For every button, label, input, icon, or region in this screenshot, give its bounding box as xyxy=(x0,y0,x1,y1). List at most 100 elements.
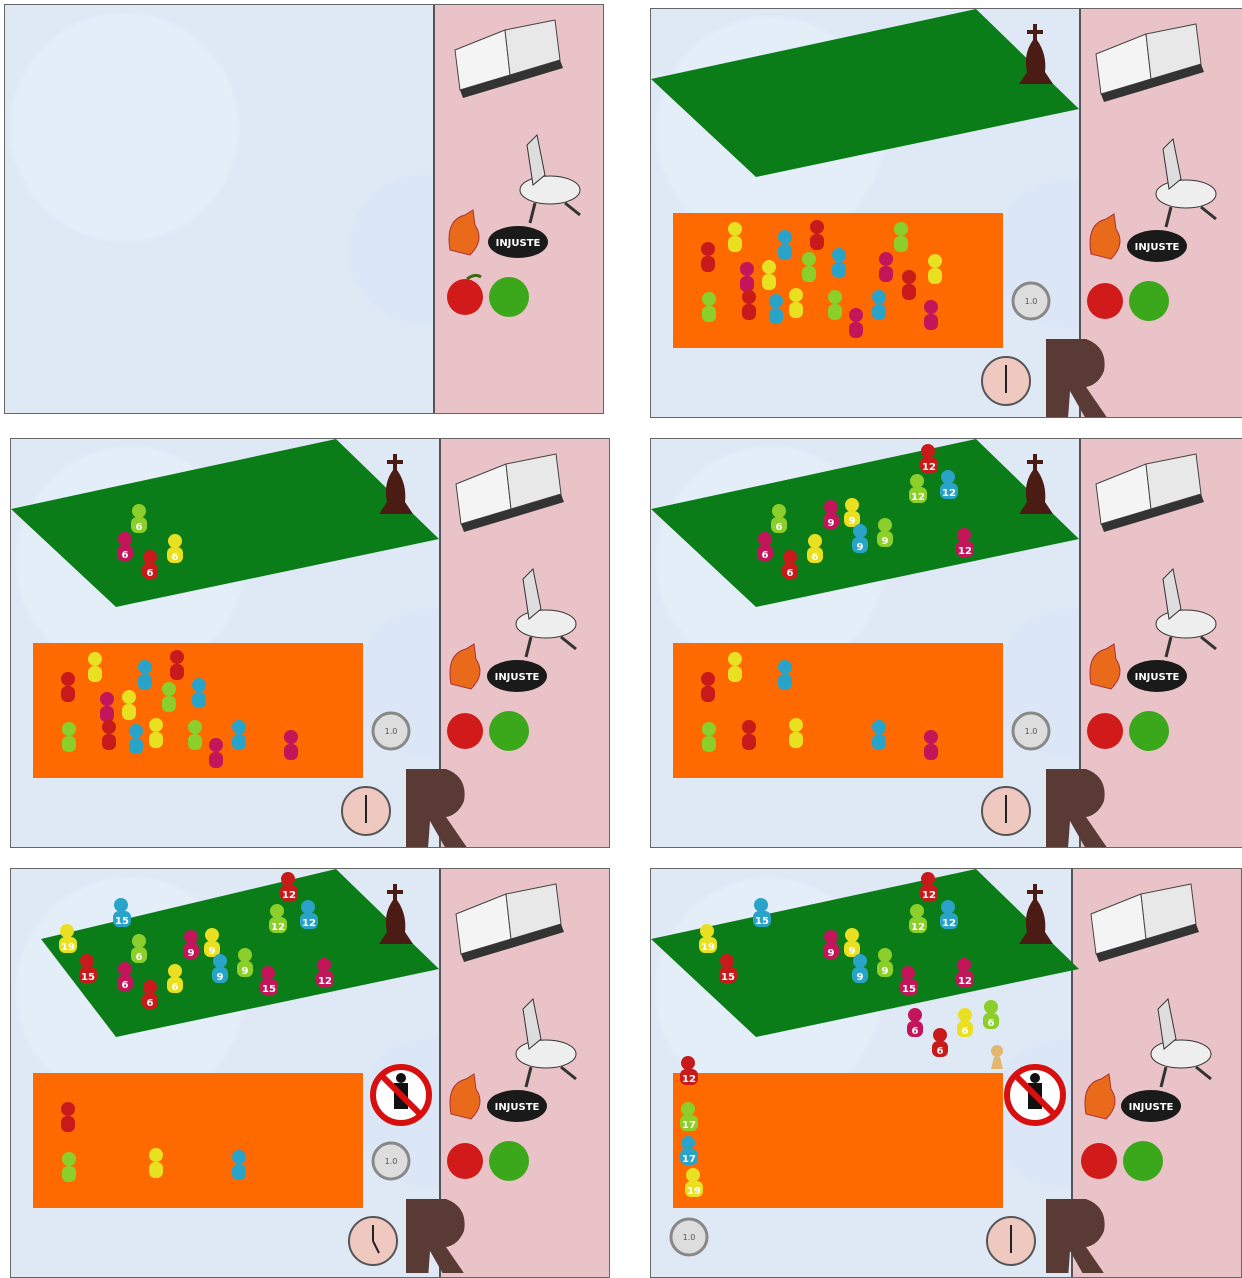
injuste-stone-icon: INJUSTE xyxy=(487,660,547,692)
apples-icon xyxy=(447,275,529,317)
game-panel-5: 12 15 12 12 19 9 9 9 6 6 6 9 15 xyxy=(10,868,610,1278)
game-panel-4: 12 12 12 9 9 9 6 6 6 6 9 12 xyxy=(650,438,1242,848)
svg-text:6: 6 xyxy=(787,568,794,579)
svg-text:1.0: 1.0 xyxy=(1025,727,1038,736)
fox-icon xyxy=(450,644,480,689)
svg-text:9: 9 xyxy=(849,946,856,957)
game-panel-2: 1.0 INJUSTE xyxy=(650,8,1242,418)
injuste-label: INJUSTE xyxy=(496,238,541,249)
svg-text:9: 9 xyxy=(242,966,249,977)
orange-field xyxy=(33,1073,363,1208)
panel-3-canvas: 6 6 6 6 1.0 xyxy=(11,439,610,848)
fox-icon xyxy=(1090,644,1120,689)
orange-field xyxy=(673,643,1003,778)
green-field xyxy=(651,869,1079,1037)
apples-icon xyxy=(1081,1141,1163,1181)
svg-text:19: 19 xyxy=(687,1186,701,1197)
svg-text:15: 15 xyxy=(115,916,129,927)
donkey-icon xyxy=(516,569,576,657)
letter-r-icon xyxy=(406,1199,468,1273)
panel-5-canvas: 12 15 12 12 19 9 9 9 6 6 6 9 15 xyxy=(11,869,610,1273)
injuste-stone-icon: INJUSTE xyxy=(1121,1090,1181,1122)
game-panel-6: 12 15 12 12 19 9 9 9 15 12 9 15 6 xyxy=(650,868,1242,1278)
wooden-pawn-icon xyxy=(991,1045,1003,1069)
svg-text:9: 9 xyxy=(849,516,856,527)
svg-text:17: 17 xyxy=(682,1154,696,1165)
injuste-stone-icon: INJUSTE xyxy=(1127,660,1187,692)
svg-text:INJUSTE: INJUSTE xyxy=(495,672,540,683)
orange-field xyxy=(673,213,1003,348)
svg-text:1.0: 1.0 xyxy=(1025,297,1038,306)
clock-icon xyxy=(987,1217,1035,1265)
letter-r-icon xyxy=(1046,1199,1108,1273)
svg-text:12: 12 xyxy=(922,462,936,473)
svg-text:9: 9 xyxy=(857,972,864,983)
letter-r-icon xyxy=(1046,339,1108,418)
svg-text:INJUSTE: INJUSTE xyxy=(1129,1102,1174,1113)
donkey-icon xyxy=(1156,139,1216,227)
apples-icon xyxy=(447,711,529,751)
open-book-icon xyxy=(456,884,564,962)
svg-text:1.0: 1.0 xyxy=(683,1233,696,1242)
no-person-sign-icon xyxy=(1007,1067,1063,1123)
svg-text:6: 6 xyxy=(122,980,129,991)
apples-icon xyxy=(1087,711,1169,751)
svg-text:9: 9 xyxy=(828,518,835,529)
green-field xyxy=(651,9,1079,177)
letter-r-icon xyxy=(406,769,468,848)
svg-text:9: 9 xyxy=(188,948,195,959)
fox-icon xyxy=(1085,1074,1115,1119)
clock-icon xyxy=(349,1217,397,1265)
donkey-icon xyxy=(1151,999,1211,1087)
svg-text:6: 6 xyxy=(937,1046,944,1057)
svg-text:15: 15 xyxy=(81,972,95,983)
svg-text:9: 9 xyxy=(209,946,216,957)
game-panel-3: 6 6 6 6 1.0 xyxy=(10,438,610,848)
clock-icon xyxy=(982,787,1030,835)
open-book-icon xyxy=(455,20,563,98)
no-person-sign-icon xyxy=(373,1067,429,1123)
svg-text:6: 6 xyxy=(962,1026,969,1037)
svg-text:12: 12 xyxy=(682,1074,696,1085)
svg-text:9: 9 xyxy=(882,966,889,977)
svg-text:INJUSTE: INJUSTE xyxy=(1135,672,1180,683)
svg-text:1.0: 1.0 xyxy=(385,727,398,736)
svg-text:6: 6 xyxy=(136,522,143,533)
apples-icon xyxy=(1087,281,1169,321)
orange-field xyxy=(33,643,363,778)
panel-6-canvas: 12 15 12 12 19 9 9 9 15 12 9 15 6 xyxy=(651,869,1242,1273)
svg-text:12: 12 xyxy=(282,890,296,901)
fox-icon xyxy=(1090,214,1120,259)
svg-text:6: 6 xyxy=(172,552,179,563)
svg-text:12: 12 xyxy=(911,492,925,503)
fox-icon xyxy=(450,1074,480,1119)
open-book-icon xyxy=(1096,454,1204,532)
svg-text:12: 12 xyxy=(922,890,936,901)
coin-icon: 1.0 xyxy=(1013,283,1049,319)
svg-text:12: 12 xyxy=(271,922,285,933)
letter-r-icon xyxy=(1046,769,1108,848)
orange-field xyxy=(673,1073,1003,1208)
svg-text:12: 12 xyxy=(942,918,956,929)
green-field xyxy=(651,439,1079,607)
svg-text:19: 19 xyxy=(701,942,715,953)
coin-icon: 1.0 xyxy=(373,1143,409,1179)
open-book-icon xyxy=(1096,24,1204,102)
svg-text:12: 12 xyxy=(958,976,972,987)
panel-1-canvas: INJUSTE xyxy=(5,5,604,414)
green-field xyxy=(11,439,439,607)
coin-icon: 1.0 xyxy=(671,1219,707,1255)
open-book-icon xyxy=(1091,884,1199,962)
svg-text:15: 15 xyxy=(721,972,735,983)
coin-icon: 1.0 xyxy=(373,713,409,749)
svg-text:6: 6 xyxy=(776,522,783,533)
svg-text:6: 6 xyxy=(122,550,129,561)
svg-text:12: 12 xyxy=(958,546,972,557)
svg-text:6: 6 xyxy=(762,550,769,561)
svg-text:6: 6 xyxy=(172,982,179,993)
injuste-stone-icon: INJUSTE xyxy=(1127,230,1187,262)
svg-text:6: 6 xyxy=(988,1018,995,1029)
svg-text:19: 19 xyxy=(61,942,75,953)
panel-2-canvas: 1.0 INJUSTE xyxy=(651,9,1242,418)
svg-text:12: 12 xyxy=(302,918,316,929)
